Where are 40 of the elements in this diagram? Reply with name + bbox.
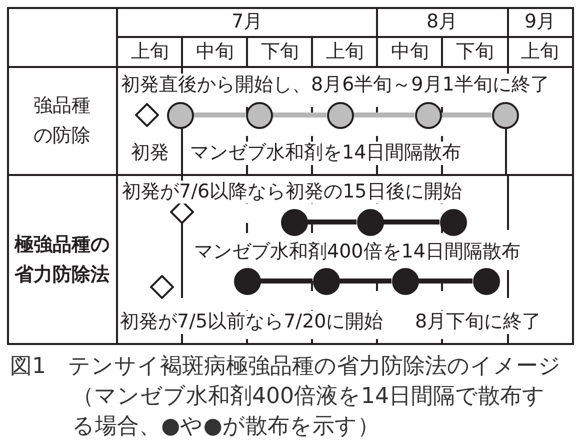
- spray-interval-line: [272, 112, 326, 118]
- spray-interval-line: [384, 220, 440, 224]
- spray-interval-line: [308, 220, 356, 224]
- table-header: 7月: [231, 10, 263, 34]
- table-header: 上旬: [131, 40, 169, 64]
- annotation-text: 初発直後から開始し、8月6半旬～9月1半旬に終了: [121, 74, 550, 96]
- spray-dot: [440, 208, 466, 236]
- table-header: 上旬: [326, 40, 364, 64]
- spray-dot: [326, 102, 354, 128]
- figure-caption: 図1 テンサイ褐斑病極強品種の省力防除法のイメージ（マンゼブ水和剤400倍液を14日間隔で散布する場合、●や●が散布を示す）: [10, 353, 562, 441]
- spray-dot: [246, 102, 272, 128]
- spray-dot: [414, 102, 442, 128]
- annotation-text: マンゼブ水和剤を14日間隔散布: [190, 142, 462, 164]
- row-header: 強品種の防除: [32, 94, 92, 149]
- spray-dot: [492, 102, 518, 128]
- first-onset-diamond: [135, 103, 159, 127]
- spray-dot: [166, 102, 194, 128]
- table-header: 下旬: [456, 40, 494, 64]
- spray-dot: [472, 268, 500, 294]
- first-onset-diamond: [150, 275, 174, 299]
- spray-dot: [234, 268, 260, 294]
- spray-interval-line: [194, 112, 246, 118]
- table-header: 下旬: [261, 40, 299, 64]
- spray-interval-line: [354, 112, 414, 118]
- table-header: 8月: [426, 10, 458, 34]
- table-header: 中旬: [391, 40, 429, 64]
- row-header: 極強品種の省力防除法: [13, 232, 110, 288]
- spray-interval-line: [340, 278, 392, 284]
- spray-dot: [312, 268, 340, 294]
- spray-interval-line: [442, 112, 492, 118]
- spray-interval-line: [418, 278, 472, 284]
- spray-dot: [280, 208, 308, 236]
- table-header: 9月: [524, 10, 556, 34]
- spray-dot: [392, 268, 418, 294]
- table-header: 中旬: [196, 40, 234, 64]
- spray-interval-line: [260, 278, 312, 284]
- annotation-text: マンゼブ水和剤400倍を14日間隔散布: [194, 240, 520, 264]
- spray-dot: [356, 208, 384, 236]
- annotation-text: 初発が7/5以前なら7/20に開始: [120, 310, 384, 334]
- table-header: 上旬: [521, 40, 559, 64]
